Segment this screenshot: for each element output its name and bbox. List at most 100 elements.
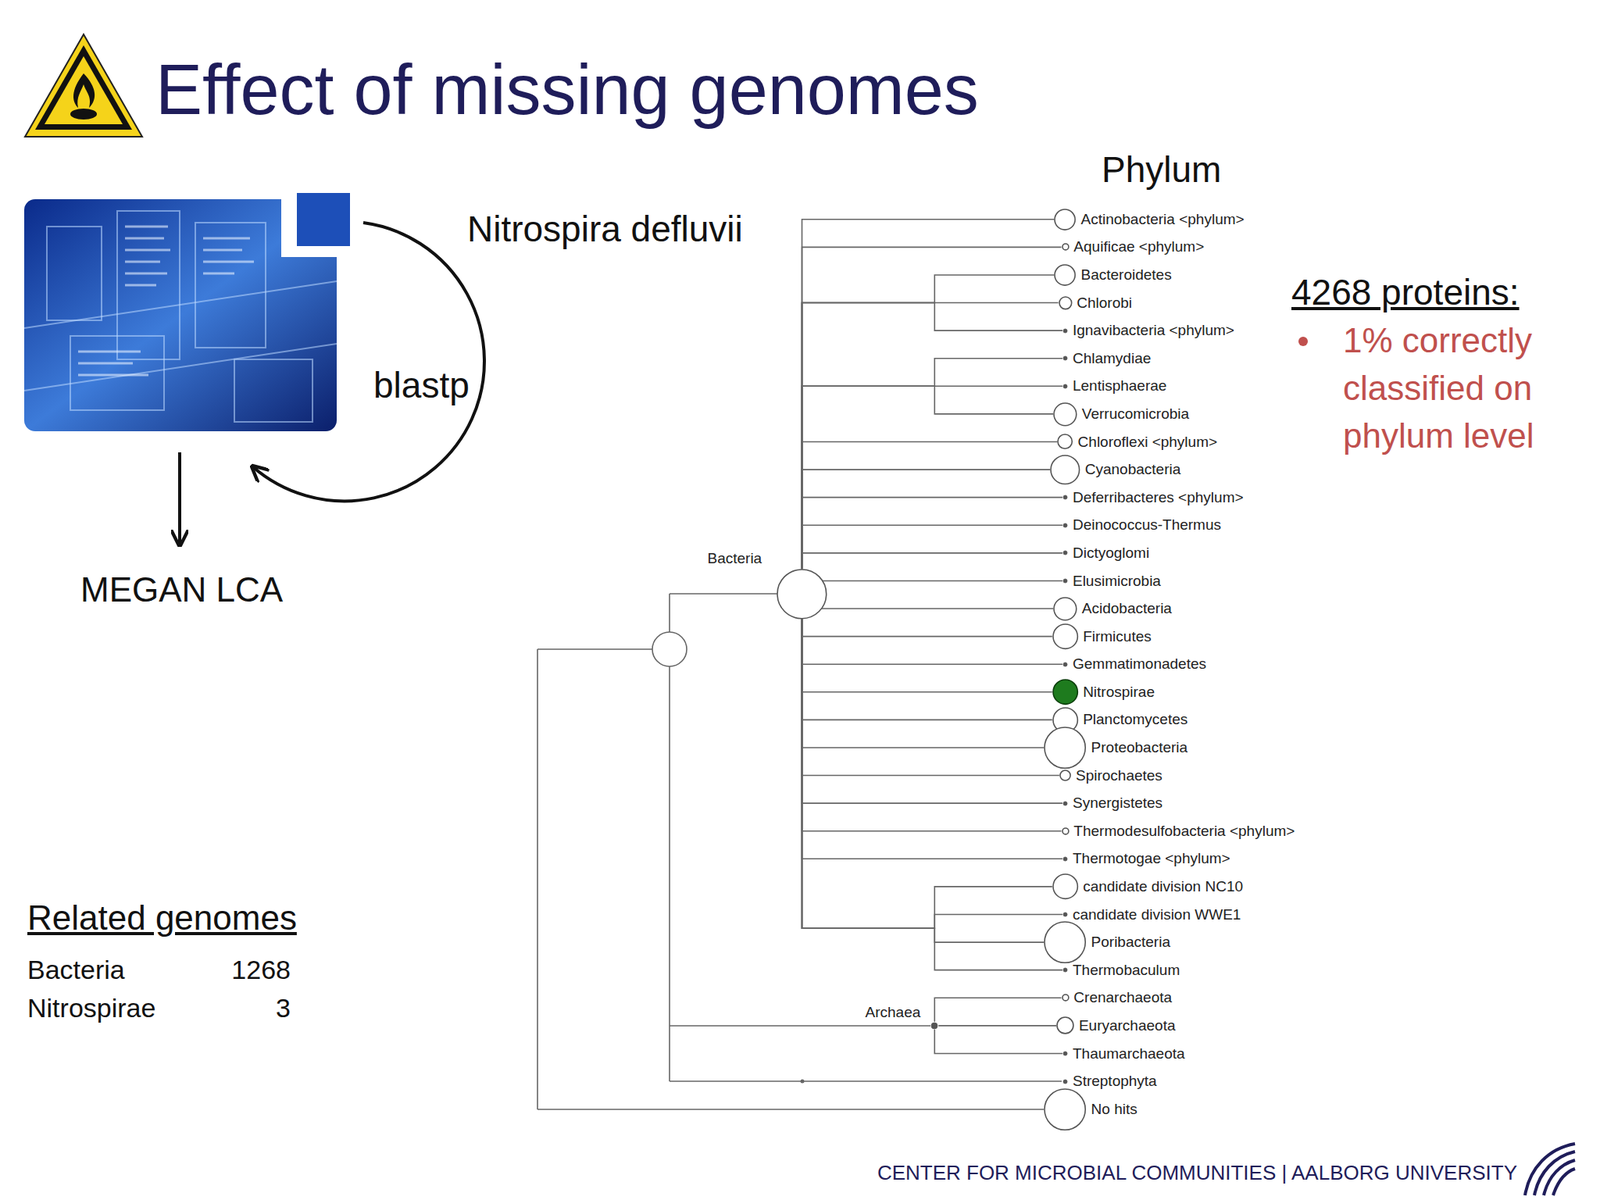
genome-name: Nitrospira defluvii (467, 207, 743, 251)
taxon-label: Aquificae <phylum> (1073, 238, 1204, 256)
footer-text: CENTER FOR MICROBIAL COMMUNITIES | AALBO… (877, 1160, 1518, 1186)
tree-branch (802, 441, 1058, 568)
tree-branch (802, 608, 1054, 619)
taxon-circle (1062, 355, 1068, 361)
taxon-label: Lentisphaerae (1072, 377, 1167, 395)
taxon-circle (1052, 623, 1079, 650)
tree-branch (802, 618, 1063, 665)
taxon-node: Synergistetes (1062, 794, 1163, 812)
taxon-node: Chlamydiae (1062, 350, 1151, 368)
taxon-node: Actinobacteria <phylum> (1053, 208, 1244, 231)
taxon-label: No hits (1091, 1100, 1138, 1118)
taxon-label: Deferribacteres <phylum> (1072, 489, 1244, 507)
taxon-node: Elusimicrobia (1062, 572, 1161, 590)
tree-branch (802, 246, 1062, 568)
taxon-circle (1062, 661, 1068, 668)
tree-branch (802, 568, 1063, 582)
table-cell: 1268 (231, 953, 291, 986)
taxon-node: Dictyoglomi (1062, 544, 1150, 562)
tree-branch (802, 618, 1053, 929)
taxon-circle (1061, 242, 1070, 251)
clade-node: Archaea (930, 1021, 939, 1030)
tree-branch (934, 997, 1061, 1022)
taxon-circle (1061, 827, 1070, 836)
taxon-circle (1062, 578, 1068, 584)
taxon-node: Aquificae <phylum> (1061, 238, 1205, 256)
taxon-label: Thaumarchaeota (1072, 1045, 1186, 1063)
taxon-label: Thermodesulfobacteria <phylum> (1073, 822, 1295, 840)
taxon-label: Elusimicrobia (1072, 572, 1161, 590)
tree-branch (802, 618, 1063, 970)
taxon-circle (1043, 1088, 1086, 1131)
taxon-label: Firmicutes (1082, 628, 1152, 646)
taxon-node: Thermotogae <phylum> (1062, 850, 1231, 868)
taxon-circle (1052, 873, 1079, 900)
tree-branch (802, 618, 1063, 804)
taxon-circle (1053, 264, 1076, 286)
tool-name: blastp (373, 364, 470, 408)
taxon-label: Bacteroidetes (1081, 266, 1172, 284)
taxon-label: Verrucomicrobia (1082, 405, 1190, 423)
taxon-node: Gemmatimonadetes (1062, 655, 1207, 673)
taxon-label: Crenarchaeota (1073, 989, 1172, 1007)
taxon-circle (1062, 383, 1068, 390)
tree-branch (802, 618, 1053, 692)
taxon-node: Thaumarchaeota (1062, 1045, 1186, 1063)
junction-dot (800, 1079, 805, 1084)
bullet-dot (1298, 336, 1308, 347)
taxon-node: Firmicutes (1052, 623, 1152, 650)
taxon-label: Actinobacteria <phylum> (1081, 210, 1245, 229)
tree-branch (802, 497, 1063, 569)
taxon-label: Deinococcus-Thermus (1072, 516, 1222, 534)
tree-branch (938, 1025, 1057, 1027)
taxon-circle (1062, 550, 1068, 556)
result-note: 1% correctly classified on phylum level (1342, 316, 1578, 460)
taxon-node: Chloroflexi <phylum> (1057, 433, 1218, 451)
tree-branch (802, 469, 1051, 569)
table-heading: Related genomes (27, 897, 297, 940)
taxon-node: Crenarchaeota (1061, 989, 1173, 1007)
taxon-label: Spirochaetes (1075, 767, 1163, 785)
taxon-circle (1052, 678, 1079, 705)
taxon-circle (1053, 596, 1078, 622)
taxon-circle (1062, 856, 1068, 862)
taxon-label: Dictyoglomi (1072, 544, 1150, 562)
taxon-label: Chlorobi (1076, 294, 1133, 312)
tree-branch (802, 525, 1063, 568)
taxon-circle (1057, 433, 1073, 450)
down-arrow (178, 452, 182, 546)
taxon-node: Nitrospirae (1052, 678, 1155, 705)
taxon-label: Cyanobacteria (1085, 460, 1182, 479)
table-cell: Nitrospirae (27, 992, 156, 1025)
taxon-label: Streptophyta (1072, 1072, 1158, 1090)
taxon-circle (1043, 921, 1086, 964)
taxon-circle (930, 1021, 939, 1030)
taxon-circle (1058, 296, 1073, 311)
taxon-node: Verrucomicrobia (1053, 402, 1190, 427)
taxon-label: Nitrospirae (1082, 683, 1155, 701)
taxon-label: Ignavibacteria <phylum> (1072, 321, 1235, 340)
taxon-node: Thermodesulfobacteria <phylum> (1061, 822, 1296, 840)
taxon-circle (1062, 494, 1068, 500)
taxon-circle (1061, 993, 1070, 1002)
taxon-label: candidate division WWE1 (1072, 906, 1241, 924)
taxon-node: Cyanobacteria (1050, 454, 1181, 486)
taxon-node: Acidobacteria (1053, 596, 1172, 622)
tree-branch (802, 358, 1063, 569)
taxon-label: Chlamydiae (1072, 350, 1151, 368)
tree-branch (934, 1029, 1063, 1054)
taxon-label: Chloroflexi <phylum> (1078, 433, 1218, 451)
taxon-circle (776, 568, 828, 620)
tree-branch (802, 553, 1063, 569)
tree-branch (802, 219, 1055, 569)
taxon-circle (1062, 1078, 1068, 1085)
taxon-node: No hits (1043, 1088, 1137, 1131)
table-cell: 3 (275, 992, 291, 1025)
taxon-node: candidate division WWE1 (1062, 906, 1241, 924)
tree-branch (802, 618, 1063, 859)
taxon-label: Poribacteria (1091, 933, 1171, 951)
database-picture (24, 192, 350, 432)
tree-branch (802, 303, 1063, 569)
taxon-node: Bacteroidetes (1053, 264, 1172, 286)
tree-branch (802, 303, 1059, 569)
